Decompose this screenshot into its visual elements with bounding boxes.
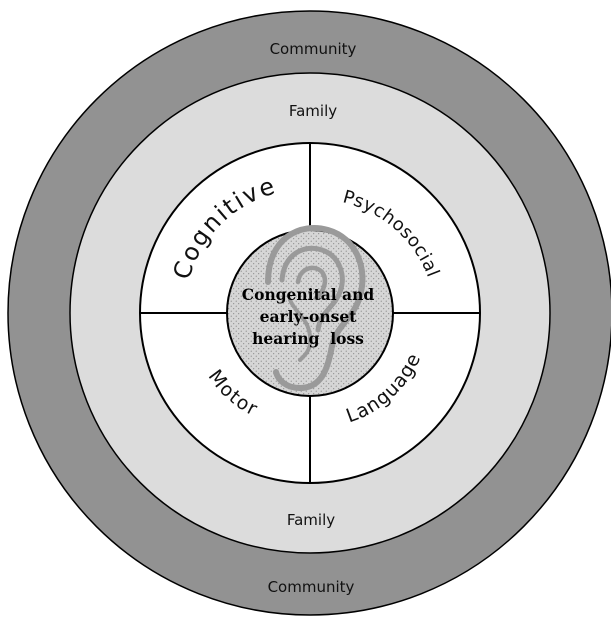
community-top-label: Community [270, 40, 357, 58]
ear-icon [265, 225, 366, 391]
center-label-line3: hearing loss [252, 329, 364, 348]
family-top-label: Family [289, 102, 337, 120]
community-bottom-label: Community [268, 578, 355, 596]
family-bottom-label: Family [287, 511, 335, 529]
center-label-line1: Congenital and [242, 285, 375, 304]
center-label-line2: early-onset [260, 307, 358, 326]
